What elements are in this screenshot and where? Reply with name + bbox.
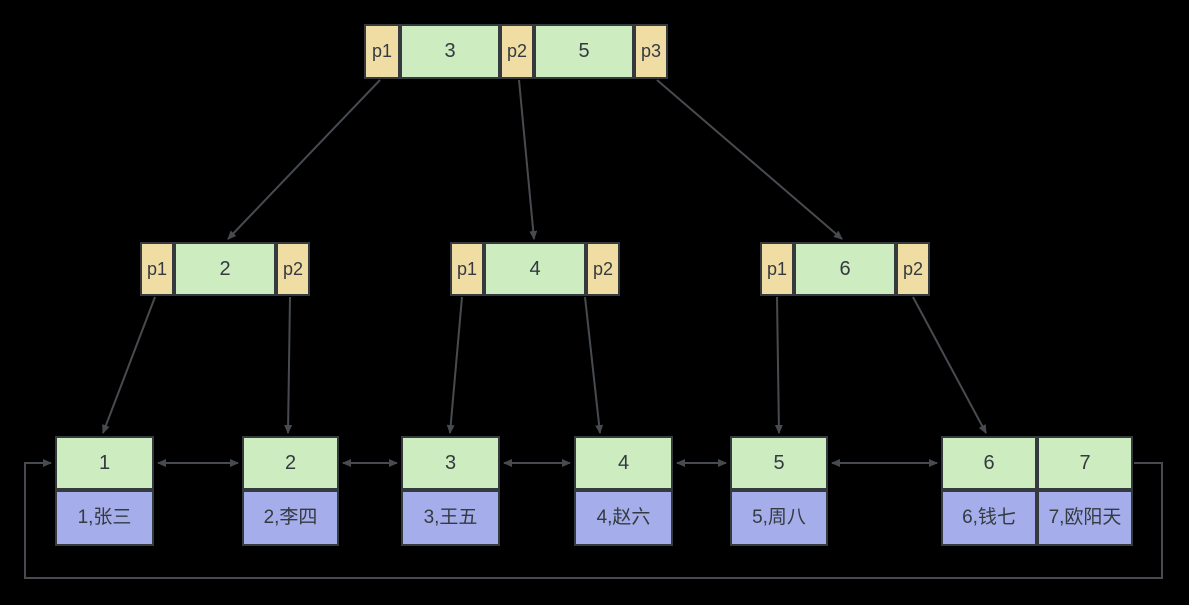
key-cell: 2 — [174, 242, 276, 296]
tree-edge — [584, 296, 604, 434]
pointer-cell: p1 — [760, 242, 794, 296]
pointer-cell: p1 — [364, 24, 400, 79]
key-cell: 5 — [730, 436, 828, 490]
record-cell: 5,周八 — [730, 490, 828, 546]
key-cell: 2 — [242, 436, 339, 490]
key-cell: 3 — [400, 24, 500, 79]
pointer-cell: p1 — [450, 242, 484, 296]
key-cell: 1 — [55, 436, 154, 490]
pointer-cell: p3 — [634, 24, 668, 79]
tree-edge — [284, 296, 293, 434]
key-cell: 5 — [534, 24, 634, 79]
leaf-loop-edge — [24, 459, 1163, 579]
tree-edge — [774, 296, 783, 434]
tree-edge — [102, 296, 156, 434]
key-cell: 4 — [484, 242, 586, 296]
pointer-cell: p2 — [276, 242, 310, 296]
key-cell: 6 — [941, 436, 1037, 490]
record-cell: 2,李四 — [242, 490, 339, 546]
record-cell: 4,赵六 — [574, 490, 673, 546]
tree-edge — [518, 79, 538, 240]
tree-edge — [656, 79, 843, 240]
tree-edge — [446, 296, 463, 434]
record-cell: 6,钱七 — [941, 490, 1037, 546]
record-cell: 1,张三 — [55, 490, 154, 546]
tree-edge — [227, 79, 381, 240]
record-cell: 3,王五 — [401, 490, 500, 546]
key-cell: 3 — [401, 436, 500, 490]
tree-edge — [912, 296, 987, 434]
key-cell: 4 — [574, 436, 673, 490]
key-cell: 6 — [794, 242, 896, 296]
pointer-cell: p1 — [140, 242, 174, 296]
pointer-cell: p2 — [896, 242, 930, 296]
pointer-cell: p2 — [500, 24, 534, 79]
pointer-cell: p2 — [586, 242, 620, 296]
record-cell: 7,欧阳天 — [1037, 490, 1133, 546]
key-cell: 7 — [1037, 436, 1133, 490]
